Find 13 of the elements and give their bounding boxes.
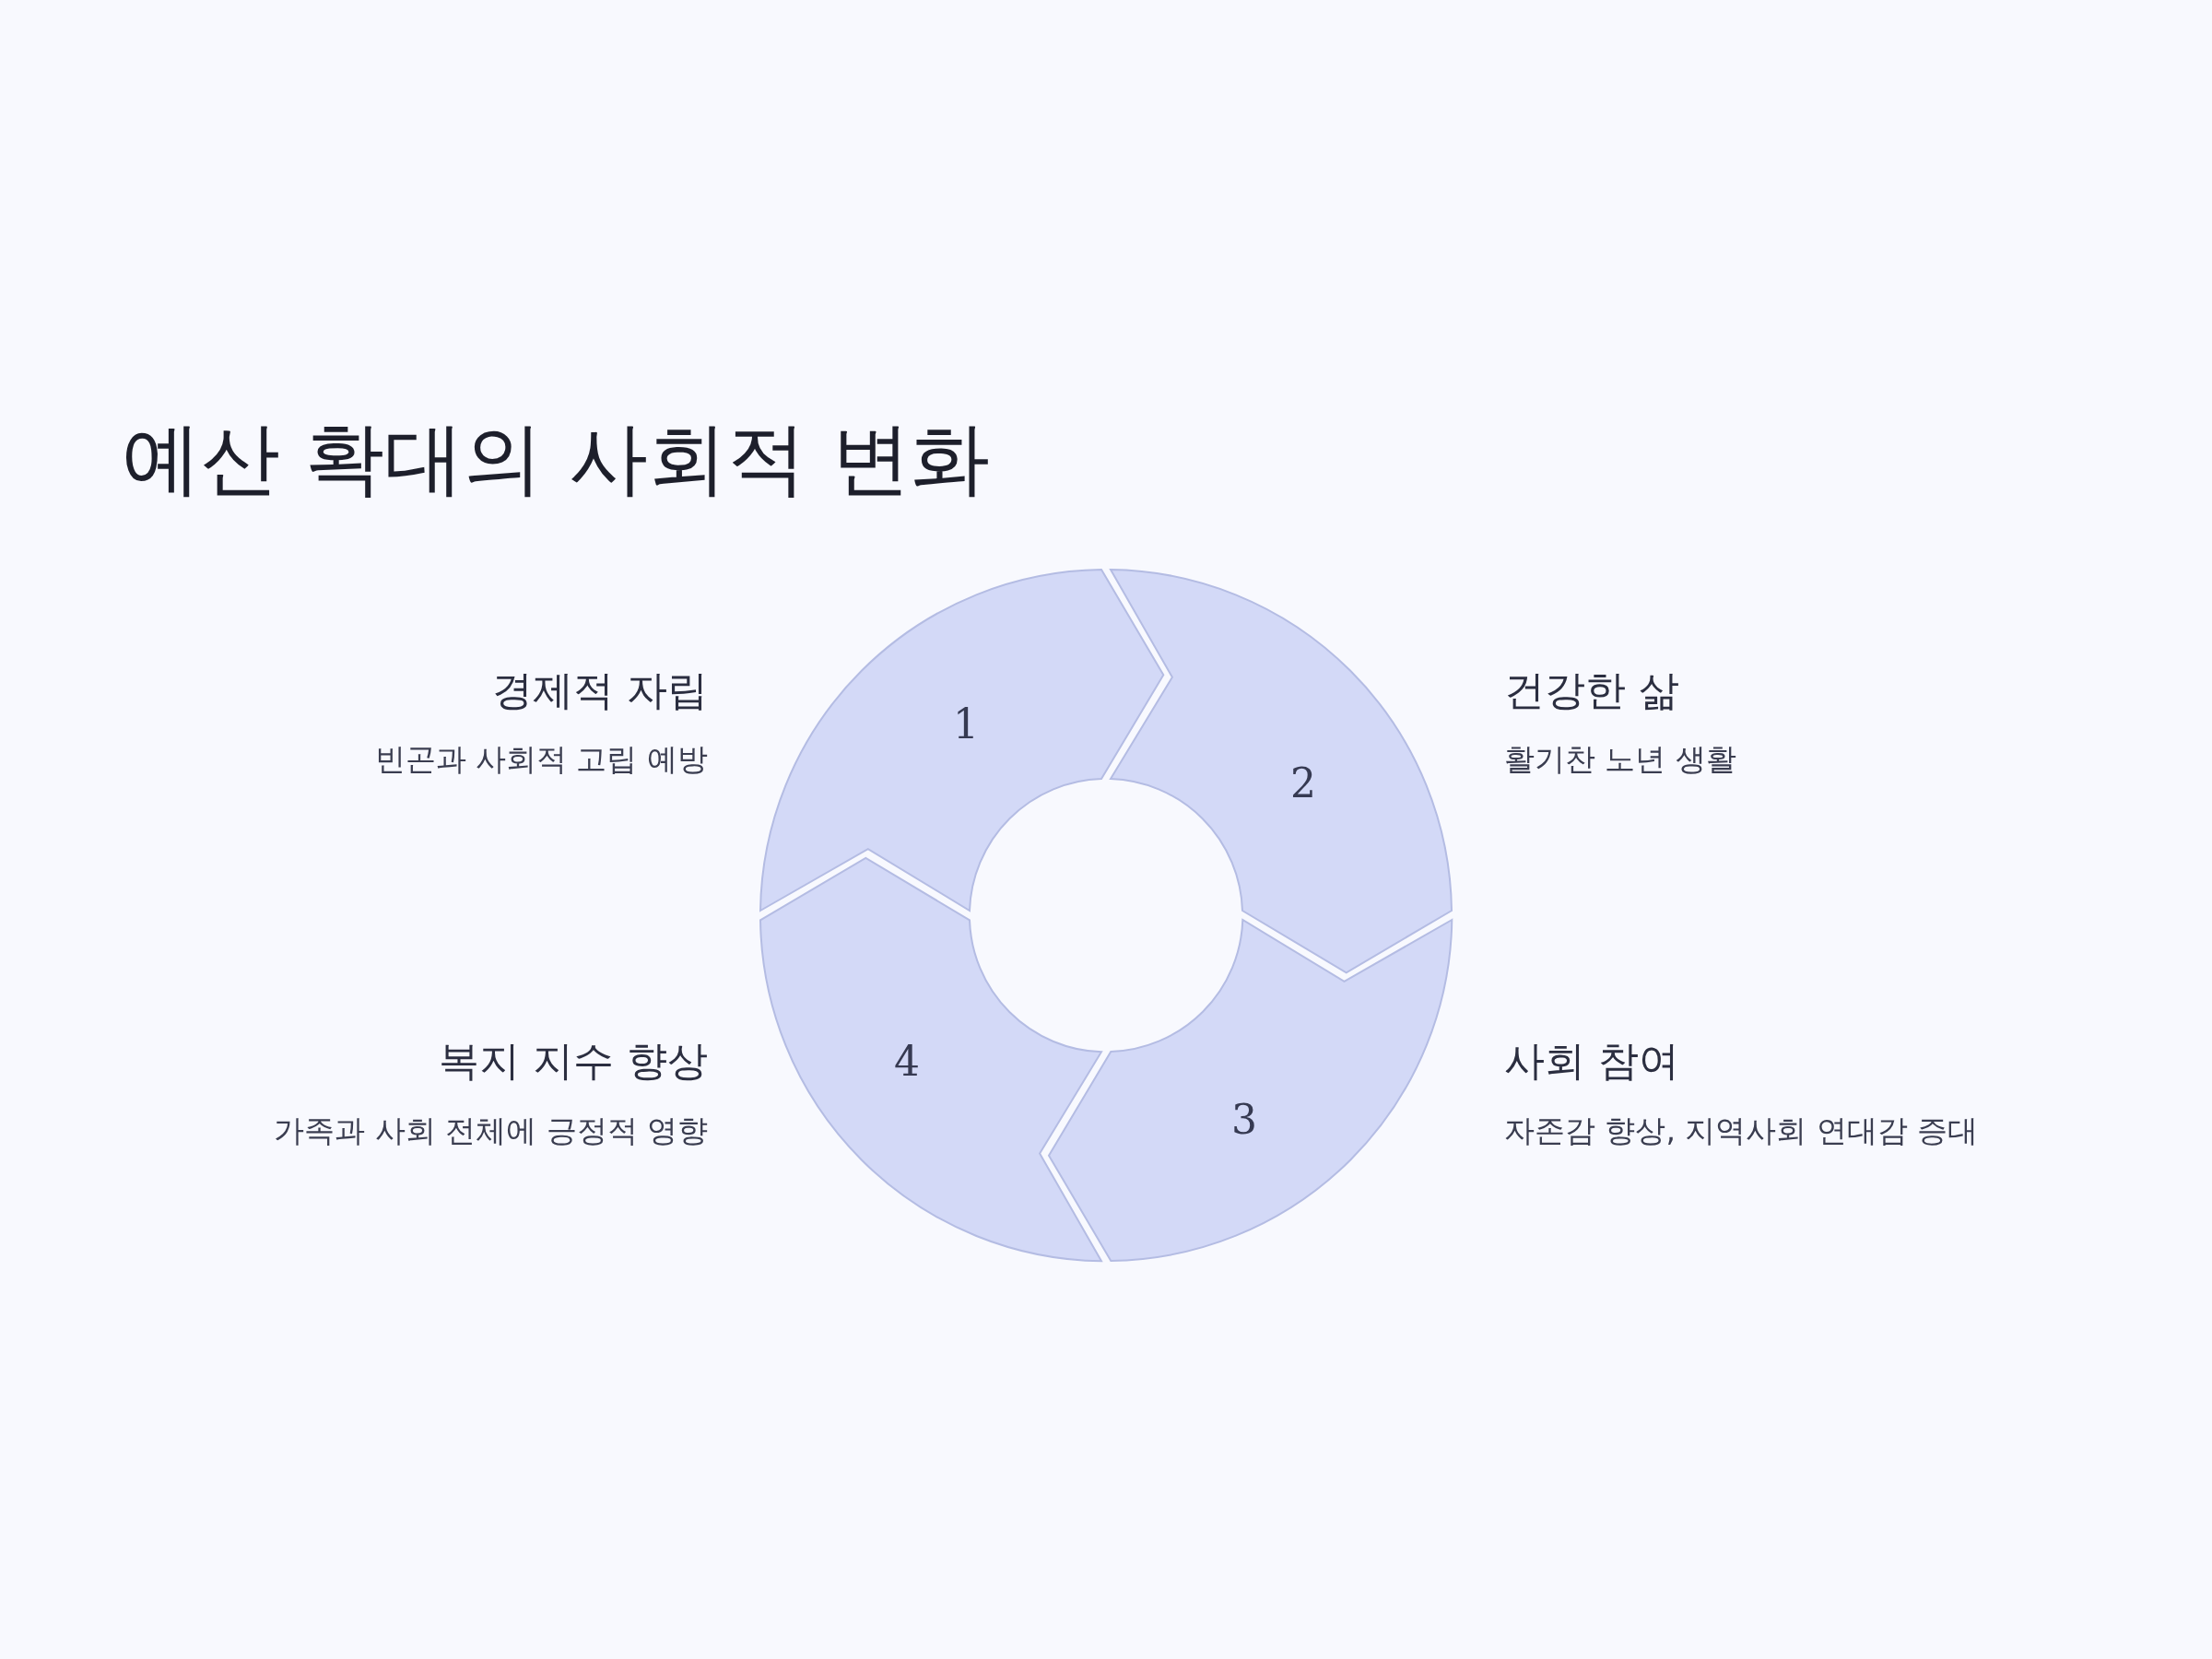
step-heading: 사회 참여 [1504,1036,1679,1086]
step-number: 3 [1231,1095,1257,1143]
step-heading: 건강한 삶 [1504,665,1679,715]
step-number: 4 [894,1037,920,1085]
step-number: 2 [1290,759,1316,806]
step-description: 활기찬 노년 생활 [1504,740,1736,779]
title: 예산 확대의 사회적 변화 [122,411,990,506]
step-description: 가족과 사회 전체에 긍정적 영향 [274,1112,708,1150]
step-number: 1 [953,700,979,747]
step-heading: 복지 지수 향상 [439,1036,708,1086]
step-description: 자존감 향상, 지역사회 연대감 증대 [1504,1112,1979,1150]
step-heading: 경제적 자립 [492,665,708,715]
step-description: 빈곤과 사회적 고립 예방 [374,740,708,779]
